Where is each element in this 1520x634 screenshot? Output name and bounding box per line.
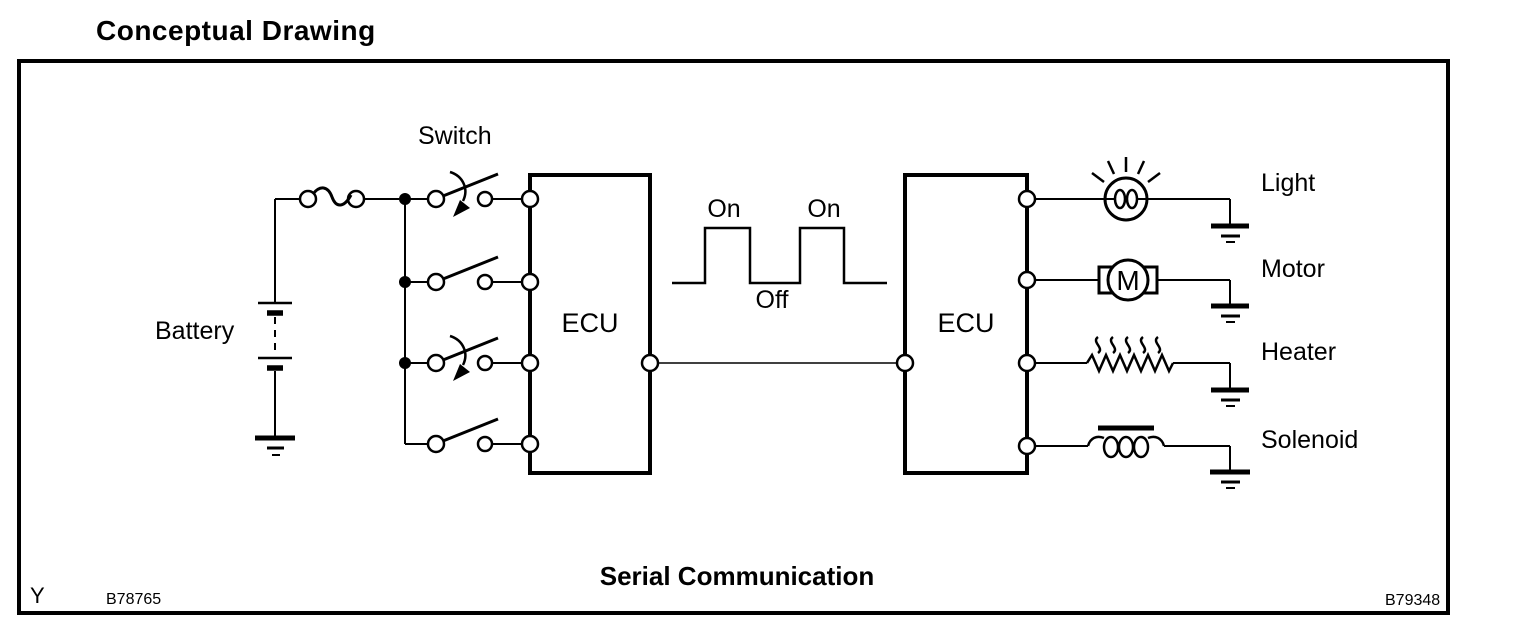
power-bus xyxy=(399,193,411,444)
waveform-on-label-2: On xyxy=(807,195,841,223)
fuse-icon xyxy=(298,186,366,209)
solenoid-label: Solenoid xyxy=(1261,426,1359,454)
heat-waves-icon xyxy=(1094,335,1162,355)
figure-code-right: B79348 xyxy=(1385,592,1441,609)
signal-waveform xyxy=(672,226,887,285)
battery-symbol xyxy=(255,199,295,456)
light-label: Light xyxy=(1261,169,1316,197)
diagram-frame xyxy=(17,59,1450,615)
light-rays-icon xyxy=(1091,157,1161,183)
waveform-on-label-1: On xyxy=(707,195,741,223)
spring-return-arrow-icon xyxy=(453,200,470,217)
frame-caption: Serial Communication xyxy=(599,561,875,591)
ecu-right-label: ECU xyxy=(937,308,995,338)
ecu-left-label: ECU xyxy=(561,308,619,338)
page-title: Conceptual Drawing xyxy=(96,15,376,46)
figure-code-left: B78765 xyxy=(106,591,162,608)
spring-return-arrow-icon xyxy=(453,364,470,381)
lamp-icon xyxy=(1091,157,1161,222)
motor-letter: M xyxy=(1116,265,1139,296)
motor-label: Motor xyxy=(1261,255,1325,283)
switch-toggle-2 xyxy=(405,255,522,292)
switch-momentary-1 xyxy=(405,170,522,217)
heater-label: Heater xyxy=(1261,338,1337,366)
switch-toggle-4 xyxy=(405,417,522,454)
switch-label: Switch xyxy=(418,122,492,150)
ground-icon-motor xyxy=(1211,303,1249,323)
ecu-right-box xyxy=(895,173,1037,475)
ground-icon-battery xyxy=(255,435,295,456)
waveform-off-label: Off xyxy=(755,286,789,314)
switch-momentary-3 xyxy=(405,334,522,381)
ground-icon-solenoid xyxy=(1210,469,1250,489)
solenoid-circuit xyxy=(1035,425,1250,489)
motor-circuit xyxy=(1035,258,1249,323)
battery-label: Battery xyxy=(155,317,235,345)
heater-circuit xyxy=(1035,335,1249,407)
revision-mark: Y xyxy=(30,583,45,608)
light-circuit xyxy=(1035,157,1249,243)
ground-icon-heater xyxy=(1211,387,1249,407)
ecu-left-box xyxy=(520,173,660,475)
solenoid-icon xyxy=(1086,425,1166,459)
heater-icon xyxy=(1085,335,1175,375)
ground-icon-light xyxy=(1211,223,1249,243)
